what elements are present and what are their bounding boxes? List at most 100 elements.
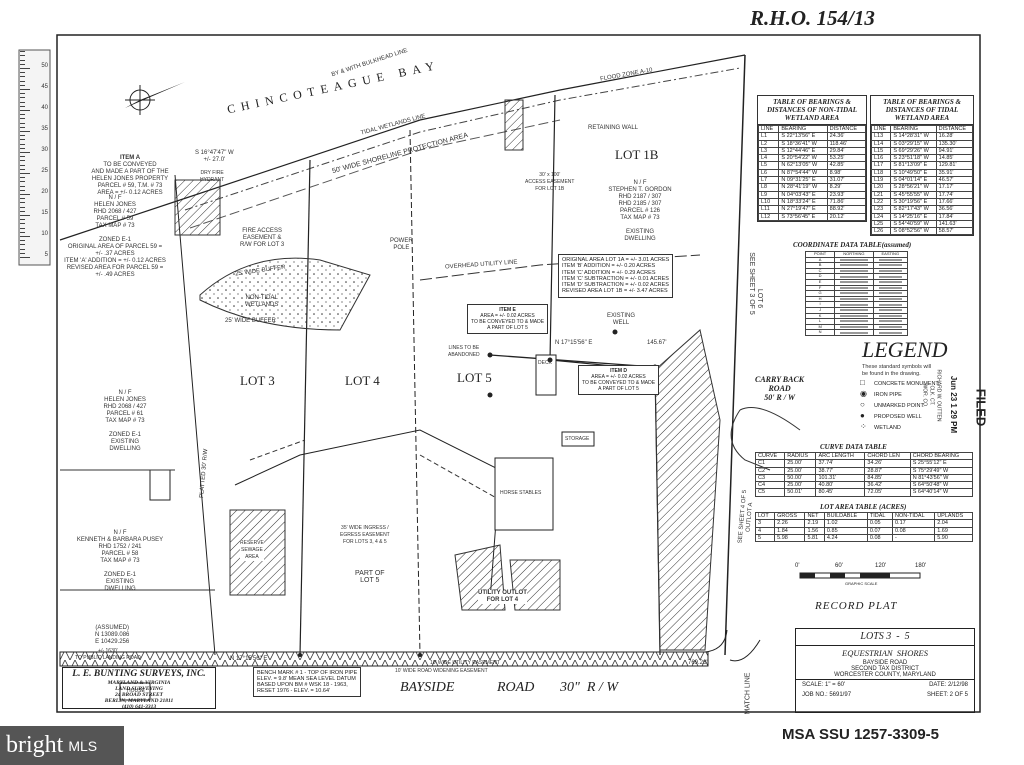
lot-line (299, 159, 311, 656)
part-of-lot-5: PART OF LOT 5 (355, 570, 385, 584)
bright-mls-watermark: bright MLS (0, 726, 124, 765)
coordinate-cell (872, 306, 909, 314)
coordinate-cell (834, 262, 874, 269)
table-cell: C4 (754, 481, 786, 490)
access-easement-label: 30' x 100' ACCESS EASEMENT FOR LOT 1B (525, 172, 575, 192)
point-cell: K (804, 312, 836, 320)
tidal-wetland-line (184, 67, 741, 211)
table-cell: 2.26 (774, 519, 806, 528)
title-road: BAYSIDE ROAD (862, 660, 908, 666)
reserve-label: RESERVE SEWAGE AREA (240, 540, 264, 561)
column-header: GROSS (774, 511, 806, 521)
bench-mark-box: BENCH MARK # 1 - TOP OF IRON PIPE ELEV. … (253, 667, 362, 697)
table-cell: L4 (757, 154, 780, 163)
table-cell: L6 (757, 168, 780, 178)
table-row: M (804, 323, 909, 331)
lot-5-label: LOT 5 (457, 370, 492, 385)
table-cell: L21 (870, 190, 892, 199)
title-subdivision: EQUESTRIAN SHORES (842, 648, 928, 658)
existing-well-label: EXISTING WELL (607, 313, 636, 326)
coordinate-cell (834, 256, 874, 264)
table-cell: L16 (870, 154, 892, 163)
table-cell: L12 (757, 212, 780, 221)
lines-abandoned-label: LINES TO BE ABANDONED (448, 345, 480, 358)
house-pusey (119, 682, 151, 701)
match-line-label: MATCH LINE (744, 672, 752, 715)
table-row: I (804, 301, 909, 308)
coordinate-cell (872, 256, 909, 264)
neighbor-jones-59: N / F HELEN JONES RHD 2068 / 427 PARCEL … (64, 195, 166, 278)
table-cell: 34.26' (864, 459, 911, 468)
table-cell: 25.00' (784, 466, 817, 475)
surveyor-line: (410) 641-3313 (121, 704, 157, 710)
watermark-brand: bright (6, 732, 64, 758)
iron-pipe-icon: ◉ (860, 389, 867, 398)
table-cell: S 73°56'45" E (778, 212, 828, 221)
coordinate-cell (872, 295, 909, 303)
table-cell: - (891, 533, 936, 543)
item-a-hatch (174, 179, 221, 236)
scale-tick-label: 60' (835, 563, 843, 569)
table-cell: L5 (757, 161, 780, 170)
table-cell: 1.56 (804, 526, 825, 535)
match-line (724, 54, 746, 656)
scale-tick-label: 0' (795, 563, 800, 569)
title-lots: LOTS 3 - 5 (796, 629, 974, 646)
table-cell: L9 (757, 190, 780, 199)
table-cell: 40.80' (815, 481, 866, 490)
filed-clerk: RICHARD W. OUTTEN CLK. CT. WOR. CO. (921, 369, 942, 422)
table-row: H (804, 295, 909, 303)
column-header: CHORD BEARING (909, 451, 974, 461)
table-cell: L3 (757, 146, 780, 156)
non-tidal-wetlands (199, 257, 371, 331)
bearing-bottom: N 17°15'56" E (230, 656, 268, 662)
table-cell: S 75°29'49" W (909, 466, 974, 475)
coordinate-table-title: COORDINATE DATA TABLE(assumed) (793, 241, 912, 249)
table-cell: 58.57' (935, 227, 974, 236)
table-cell: 5.90 (934, 533, 973, 543)
table-cell: 53.25' (826, 154, 867, 163)
table-cell: S 04°01'14" E (890, 176, 937, 185)
coordinate-cell (872, 267, 909, 275)
curve-table-title: CURVE DATA TABLE (820, 443, 887, 451)
item-d-title: ITEM D (610, 368, 628, 374)
outlot-hatch (654, 329, 721, 651)
title-county: WORCESTER COUNTY, MARYLAND (796, 672, 974, 680)
table-cell: 5 (754, 533, 776, 543)
table-cell: L8 (757, 183, 780, 192)
nontidal-table: TABLE OF BEARINGS & DISTANCES OF NON-TID… (757, 95, 867, 222)
table-cell: C2 (754, 466, 786, 475)
ruler-tick-label: 30 (41, 147, 48, 153)
buffer-bottom-label: 25' WIDE BUFFER (225, 318, 276, 324)
house-jones (149, 469, 171, 501)
deck-label: DECK (538, 360, 552, 366)
table-cell: N 04°03'43" E (778, 190, 828, 199)
carry-back-road: CARRY BACK ROAD 50' R / W (755, 375, 805, 402)
table-cell: 46.57' (935, 176, 974, 185)
table-cell: 25.00' (784, 481, 817, 490)
ruler-tick-label: 20 (41, 189, 48, 195)
coordinate-cell (834, 323, 874, 331)
area-summary-box: ORIGINAL AREA LOT 1A = +/- 3.01 ACRES IT… (558, 254, 674, 298)
table-cell: S 30°19'56" E (890, 197, 937, 207)
legend-item-label: PROPOSED WELL (874, 414, 922, 420)
table-cell: L1 (757, 132, 780, 141)
unmarked-point-icon: ○ (860, 400, 865, 409)
wetland-icon: ⁘ (860, 422, 867, 431)
table-cell: N 62°13'05" W (778, 161, 828, 170)
